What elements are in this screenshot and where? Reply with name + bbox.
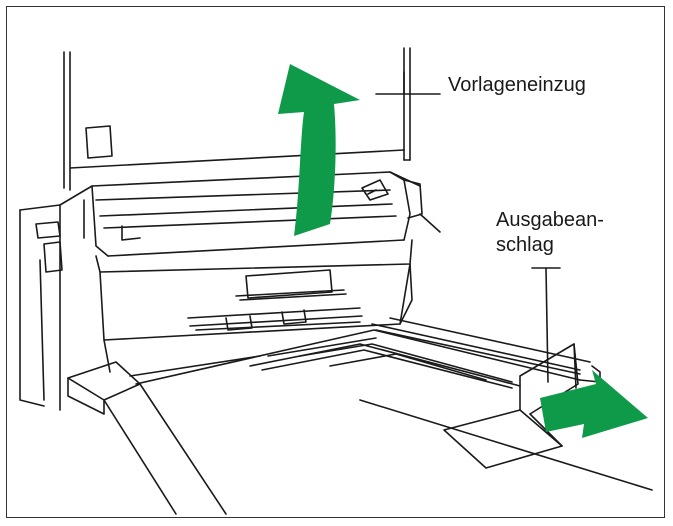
output-stop: [443, 267, 579, 469]
lift-arrow-icon: [278, 64, 360, 236]
document-feeder-lid: [63, 47, 411, 191]
output-stop-label-line2: schlag: [496, 234, 554, 256]
slide-arrow-icon: [540, 370, 648, 438]
output-stop-label-line1: Ausgabean-: [496, 209, 604, 231]
scanner-body: [19, 171, 441, 411]
output-stop-label: Ausgabean- schlag: [496, 208, 604, 258]
document-feeder-label: Vorlageneinzug: [448, 74, 586, 96]
front-document-tray: [67, 355, 261, 515]
